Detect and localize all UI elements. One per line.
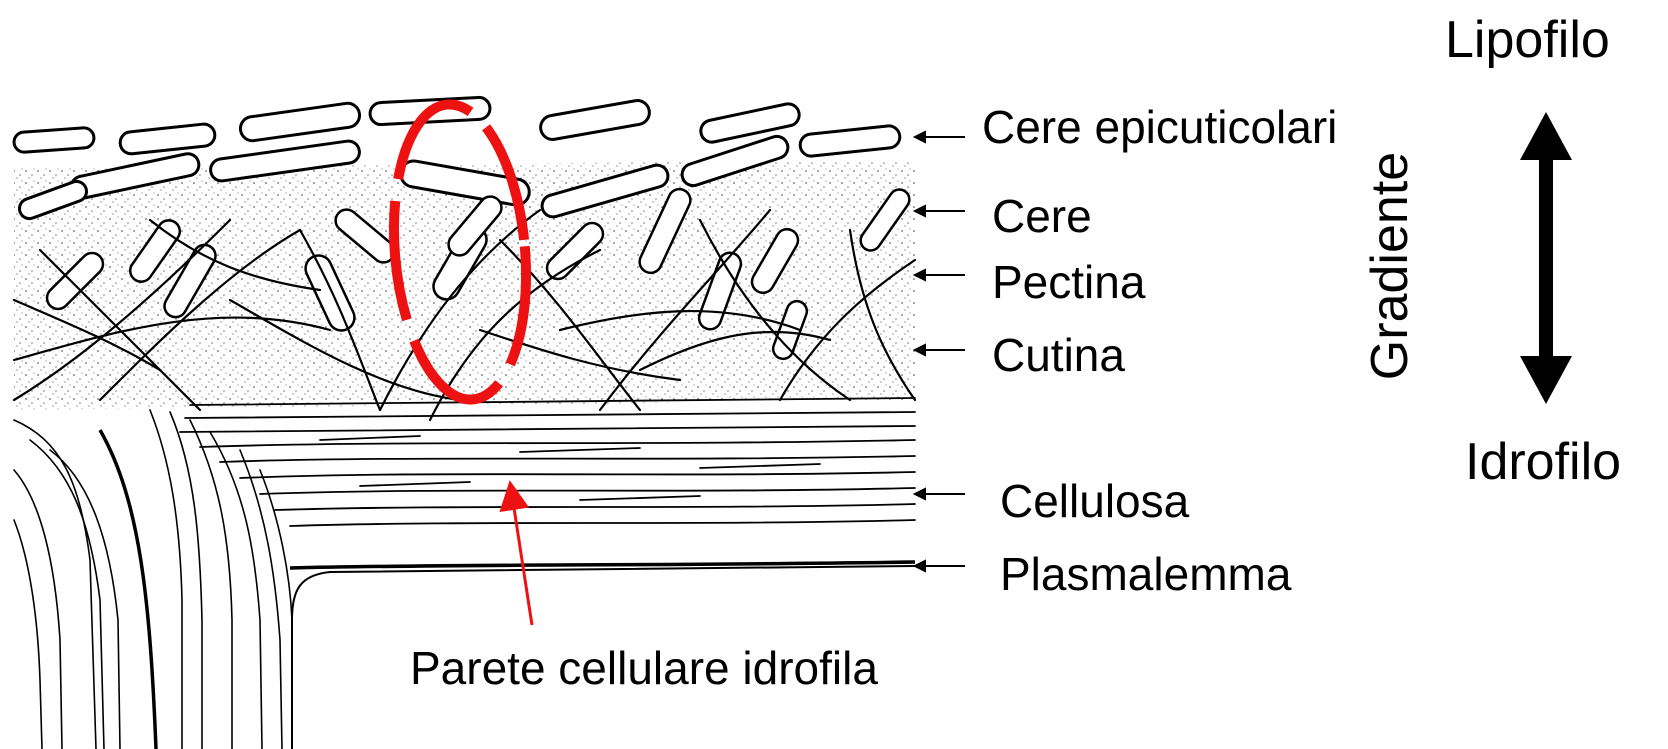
cellulose-layer [180, 398, 915, 526]
hydrophilic-wall-arrow [512, 495, 532, 625]
gradient-axis-label: Gradiente [1364, 152, 1416, 380]
label-parete-cellulare: Parete cellulare idrofila [410, 645, 878, 691]
label-cutina: Cutina [992, 332, 1125, 378]
label-pectina: Pectina [992, 259, 1145, 305]
label-leader-lines [915, 132, 965, 571]
label-cellulosa: Cellulosa [1000, 478, 1189, 524]
gradient-bottom-label: Idrofilo [1465, 436, 1621, 488]
gradient-top-label: Lipofilo [1445, 14, 1610, 66]
label-plasmalemma: Plasmalemma [1000, 551, 1291, 597]
cell-wall-dark-line [100, 430, 156, 749]
label-cere: Cere [992, 193, 1092, 239]
gradient-double-arrow [1520, 112, 1572, 404]
label-cere-epicuticolari: Cere epicuticolari [982, 104, 1337, 150]
